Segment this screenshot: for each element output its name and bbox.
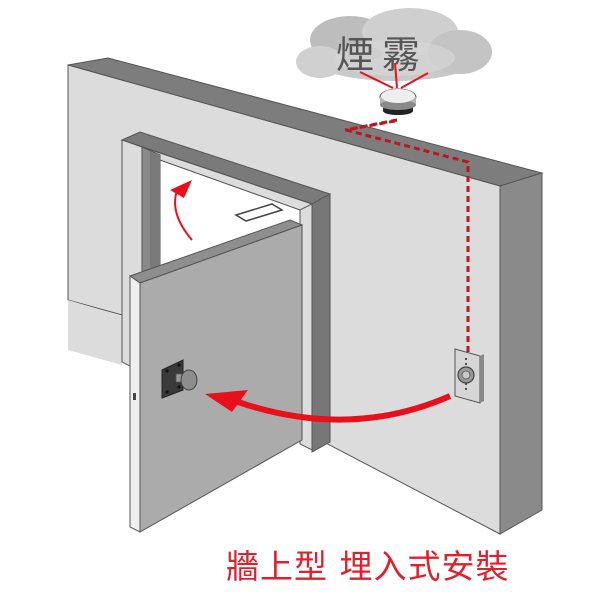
door-latch-slot: [133, 393, 136, 400]
door-frame-right-side: [311, 193, 331, 453]
signal-wire-route: [345, 119, 470, 352]
door-edge: [129, 275, 141, 533]
latch-strike: [234, 203, 284, 222]
wall-side: [499, 172, 543, 535]
smoke-label: 煙霧: [336, 33, 429, 77]
detection-rays: [359, 62, 429, 89]
wall-face-lower: [68, 300, 122, 365]
door-holder-icon: [161, 359, 198, 399]
door-close-arrow-icon: [170, 180, 193, 241]
signal-arrow-icon: [205, 390, 452, 423]
release-button-icon[interactable]: [454, 348, 484, 404]
smoke-cloud-icon: [296, 8, 492, 81]
smoke-detector-icon: [379, 88, 417, 115]
caption: 牆上型 埋入式安裝: [226, 547, 510, 586]
